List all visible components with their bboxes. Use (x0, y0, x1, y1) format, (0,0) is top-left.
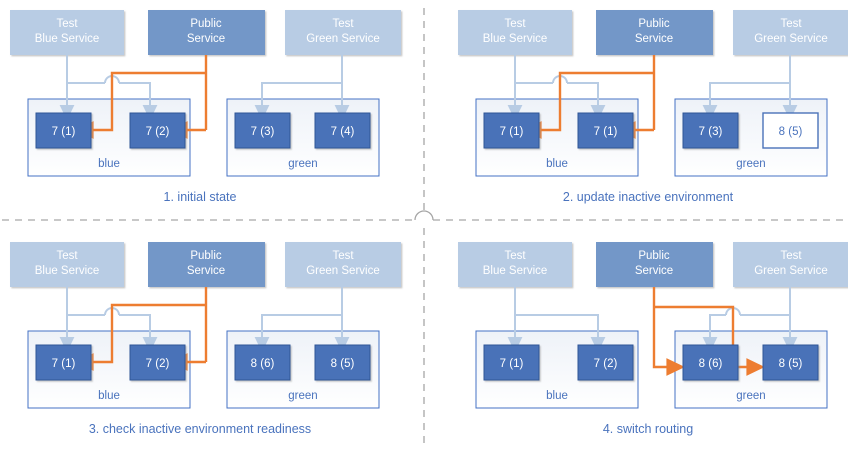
public-service-label-1: Public (638, 250, 670, 262)
green-instance-1[interactable]: 7 (3) (682, 112, 739, 149)
blue-instance-1-label: 7 (1) (52, 126, 76, 138)
test-blue-service-label-2: Blue Service (35, 33, 100, 45)
test-blue-service-box[interactable]: Test Blue Service (10, 10, 124, 55)
green-instance-2[interactable]: 8 (5) (314, 344, 371, 381)
green-instance-1-label: 8 (6) (251, 358, 275, 370)
blue-instance-1[interactable]: 7 (1) (35, 112, 92, 149)
blue-instance-1[interactable]: 7 (1) (483, 112, 540, 149)
public-route-branch (523, 71, 654, 139)
panel-2: Test Blue Service Public Service Test Gr… (458, 10, 848, 204)
green-environment-label: green (736, 390, 765, 402)
divider-jump-arc (414, 210, 434, 221)
test-green-service-label-2: Green Service (754, 265, 828, 277)
green-instance-2[interactable]: 8 (5) (762, 344, 819, 381)
green-environment-label: green (288, 158, 317, 170)
test-blue-service-label-1: Test (504, 250, 526, 262)
panel-4-caption: 4. switch routing (603, 422, 693, 436)
test-green-service-box[interactable]: Test Green Service (733, 10, 848, 55)
blue-instance-2-label: 7 (1) (594, 126, 618, 138)
test-green-service-box[interactable]: Test Green Service (285, 10, 401, 55)
green-instance-2-label: 8 (5) (779, 126, 803, 138)
test-green-arrow-left (710, 314, 790, 345)
green-instance-1-label: 7 (3) (699, 126, 723, 138)
test-green-arrow-left (702, 82, 790, 121)
public-route-branch (75, 71, 206, 139)
public-service-box[interactable]: Public Service (148, 242, 265, 287)
test-green-arrow-left (254, 314, 342, 353)
test-green-service-label-1: Test (332, 18, 354, 30)
green-instance-2-label: 8 (5) (779, 358, 803, 370)
blue-instance-2[interactable]: 7 (2) (129, 112, 186, 149)
blue-instance-2[interactable]: 7 (2) (577, 344, 634, 381)
blue-instance-2[interactable]: 7 (2) (129, 344, 186, 381)
test-blue-service-label-1: Test (504, 18, 526, 30)
test-green-service-box[interactable]: Test Green Service (733, 242, 848, 287)
blue-instance-2-label: 7 (2) (146, 358, 170, 370)
test-blue-service-box[interactable]: Test Blue Service (10, 242, 124, 287)
test-blue-arrow-right (67, 314, 150, 345)
test-green-service-label-1: Test (780, 18, 802, 30)
blue-instance-1[interactable]: 7 (1) (483, 344, 540, 381)
test-blue-service-label-2: Blue Service (35, 265, 100, 277)
blue-instance-2-label: 7 (2) (146, 126, 170, 138)
panel-1: Test Blue Service Public Service Test Gr… (10, 10, 401, 204)
blue-instance-1-label: 7 (1) (500, 358, 524, 370)
test-green-service-label-1: Test (332, 250, 354, 262)
panel-2-caption: 2. update inactive environment (563, 190, 734, 204)
panel-1-caption: 1. initial state (164, 190, 237, 204)
green-instance-1[interactable]: 7 (3) (234, 112, 291, 149)
public-route-branch (654, 305, 765, 376)
blue-instance-1[interactable]: 7 (1) (35, 344, 92, 381)
test-blue-arrow-right (515, 314, 606, 353)
test-blue-service-label-2: Blue Service (483, 265, 548, 277)
blue-instance-2-label: 7 (2) (594, 358, 618, 370)
test-blue-arrow-right (515, 82, 598, 113)
public-service-label-2: Service (635, 33, 673, 45)
panel-3: Test Blue Service Public Service Test Gr… (10, 242, 401, 436)
green-instance-1-label: 7 (3) (251, 126, 275, 138)
public-service-label-2: Service (635, 265, 673, 277)
green-instance-2[interactable]: 7 (4) (314, 112, 371, 149)
public-service-label-1: Public (190, 18, 222, 30)
blue-environment-label: blue (98, 158, 120, 170)
blue-instance-1-label: 7 (1) (500, 126, 524, 138)
blue-environment-label: blue (546, 158, 568, 170)
green-instance-1[interactable]: 8 (6) (682, 344, 739, 381)
public-service-label-2: Service (187, 33, 225, 45)
public-service-label-1: Public (638, 18, 670, 30)
test-green-service-label-1: Test (780, 250, 802, 262)
public-service-label-2: Service (187, 265, 225, 277)
test-green-service-label-2: Green Service (306, 33, 380, 45)
test-blue-service-box[interactable]: Test Blue Service (458, 242, 572, 287)
green-instance-2[interactable]: 8 (5) (762, 112, 819, 149)
blue-environment-label: blue (546, 390, 568, 402)
green-instance-1[interactable]: 8 (6) (234, 344, 291, 381)
green-instance-2-label: 8 (5) (331, 358, 355, 370)
blue-environment-label: blue (98, 390, 120, 402)
green-instance-2-label: 7 (4) (331, 126, 355, 138)
public-service-box[interactable]: Public Service (596, 242, 713, 287)
test-green-service-label-2: Green Service (754, 33, 828, 45)
green-environment-label: green (736, 158, 765, 170)
panel-4: Test Blue Service Public Service Test Gr… (458, 242, 848, 436)
panel-3-caption: 3. check inactive environment readiness (89, 422, 311, 436)
panel-dividers (2, 8, 846, 448)
test-blue-arrow-right (67, 82, 150, 113)
test-green-service-label-2: Green Service (306, 265, 380, 277)
test-blue-service-label-1: Test (56, 18, 78, 30)
green-instance-1-label: 8 (6) (699, 358, 723, 370)
test-green-arrow-left (254, 82, 342, 121)
test-green-service-box[interactable]: Test Green Service (285, 242, 401, 287)
public-route-branch (75, 303, 206, 371)
public-route-trunk (652, 287, 685, 376)
test-blue-service-box[interactable]: Test Blue Service (458, 10, 572, 55)
blue-instance-1-label: 7 (1) (52, 358, 76, 370)
public-service-box[interactable]: Public Service (596, 10, 713, 55)
blue-instance-2[interactable]: 7 (1) (577, 112, 634, 149)
green-environment-label: green (288, 390, 317, 402)
public-service-box[interactable]: Public Service (148, 10, 265, 55)
test-blue-service-label-1: Test (56, 250, 78, 262)
test-blue-service-label-2: Blue Service (483, 33, 548, 45)
public-service-label-1: Public (190, 250, 222, 262)
